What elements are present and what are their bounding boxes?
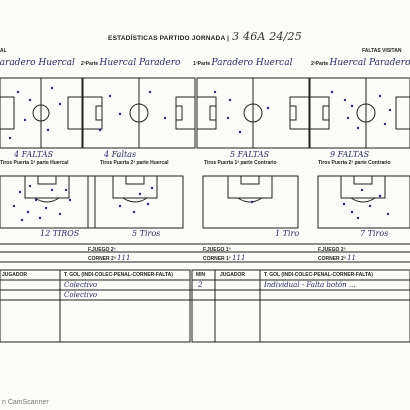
goals-left-tgol-header: T. GOL (INDI-COLEC-PENAL-CORNER-FALTA) [64, 272, 173, 278]
fouls-count-4: 9 FALTAS [330, 150, 370, 159]
goals-right-tgol-header: T. GOL (INDI-COLEC-PENAL-CORNER-FALTA) [264, 272, 373, 278]
shots-caption-3: Tiros Puerta 1ª parte Contrario [204, 160, 277, 166]
corner-1: CORNER 1ª 111 [203, 254, 245, 262]
fjuego-2-right: F.JUEGO 2ª [318, 245, 345, 253]
corner-1-label: CORNER 1ª [203, 256, 231, 262]
title-text: ESTADÍSTICAS PARTIDO JORNADA | [108, 35, 230, 42]
left-side-label: AL [0, 48, 7, 54]
fouls-count-2: 4 Faltas [104, 150, 137, 159]
goals-table-right [191, 269, 410, 343]
corner-2-right-label: CORNER 2ª [318, 256, 346, 262]
shots-total-4: 7 Tiros [360, 229, 389, 238]
foul-marks [8, 86, 392, 140]
period-team-3: Paradero Huercal [211, 58, 293, 68]
fjuego-1: F.JUEGO 1ª [203, 245, 230, 253]
fouls-count-3: 5 FALTAS [230, 150, 270, 159]
fjuego-2-left: F.JUEGO 2ª [88, 245, 115, 253]
fouls-count-1: 4 FALTAS [14, 150, 54, 159]
period-heading-2: 2ªParte Huercal Paradero [81, 58, 180, 68]
shots-caption-2: Tiros Puerta 2ª parte Huercal [100, 160, 169, 166]
goals-left-jugador-header: JUGADOR [2, 272, 28, 278]
goals-right-row1-min: 2 [198, 281, 203, 289]
period-tag-4: 2ªParte [311, 61, 329, 67]
pitch-4 [309, 77, 410, 149]
corner-2-left-value: 111 [117, 254, 131, 262]
shots-caption-1: Tiros Puerta 1ª parte Huercal [0, 160, 69, 166]
corner-2-left-label: CORNER 2ª [88, 256, 116, 262]
corner-2-right-value: 11 [347, 254, 357, 262]
fjuego-1-label: F.JUEGO 1ª [203, 247, 231, 253]
goals-left-row2-tipo: Colectivo [64, 291, 98, 299]
corner-1-value: 111 [232, 254, 246, 262]
camscanner-watermark: n CamScanner [2, 399, 49, 406]
period-team-1: Paradero Huercal [0, 58, 75, 68]
period-team-4: Huercal Paradero [329, 58, 410, 68]
goals-table-left [0, 269, 191, 343]
shots-total-2: 5 Tiros [132, 229, 161, 238]
fjuego-2-left-label: F.JUEGO 2ª [88, 247, 116, 253]
period-heading-4: 2ªParte Huercal Paradero [311, 58, 410, 68]
jornada-handwritten: 3 46A 24/25 [232, 30, 302, 43]
period-heading-1: Paradero Huercal [0, 58, 75, 68]
corner-2-left: CORNER 2ª 111 [88, 254, 130, 262]
goals-left-row1-tipo: Colectivo [64, 281, 98, 289]
period-tag-2: 2ªParte [81, 61, 99, 67]
goals-right-min-header: MIN [196, 272, 206, 278]
period-team-2: Huercal Paradero [99, 58, 181, 68]
goals-right-row1-tipo: Individual - Falta botón ... [264, 281, 356, 289]
shot-marks [12, 184, 390, 222]
right-side-label: FALTAS VISITAN [362, 48, 402, 54]
corner-2-right: CORNER 2ª 11 [318, 254, 356, 262]
period-tag-3: 1ªParte [193, 61, 211, 67]
shots-total-1: 12 TIROS [40, 229, 80, 238]
fjuego-2-right-label: F.JUEGO 2ª [318, 247, 346, 253]
goals-right-jugador-header: JUGADOR [220, 272, 246, 278]
page-title: ESTADÍSTICAS PARTIDO JORNADA |3 46A 24/2… [0, 30, 410, 43]
shots-caption-4: Tiros Puerta 2ª parte Contrario [318, 160, 391, 166]
period-heading-3: 1ªParte Paradero Huercal [193, 58, 292, 68]
shots-total-3: 1 Tiro [275, 229, 300, 238]
